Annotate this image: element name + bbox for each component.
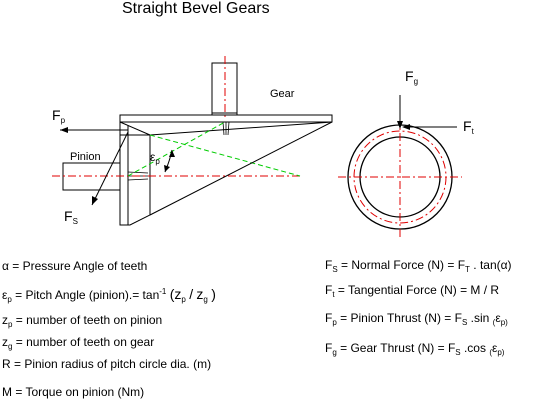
legend-zp: zp = number of teeth on pinion [2, 313, 163, 329]
legend-zg: zg = number of teeth on gear [2, 335, 155, 351]
page-title: Straight Bevel Gears [122, 0, 270, 17]
pitch-cone-line-3 [149, 121, 333, 216]
legend-fg: Fg = Gear Thrust (N) = FS .cos (εp) [325, 341, 505, 357]
legend-fp: Fp = Pinion Thrust (N) = FS .sin (εp) [325, 311, 508, 327]
pinion-label: Pinion [70, 151, 101, 163]
legend-r: R = Pinion radius of pitch circle dia. (… [2, 357, 212, 371]
fp-label: Fp [52, 107, 66, 125]
gear-label: Gear [270, 88, 295, 100]
legend-ft: Ft = Tangential Force (N) = M / R [325, 283, 500, 299]
ft-label: Ft [463, 118, 474, 136]
legend-fs: FS = Normal Force (N) = FT . tan(α) [325, 258, 512, 274]
legend-m: M = Torque on pinion (Nm) [2, 385, 145, 399]
pitch-cone-line-2 [149, 134, 301, 177]
pinion-body [119, 121, 151, 226]
fs-arrow [91, 131, 129, 206]
fg-label: Fg [405, 68, 419, 86]
legend-epsilon: εp = Pitch Angle (pinion).= tan-1 (zp / … [2, 286, 216, 304]
epsilon-label: εp [150, 150, 160, 166]
pitch-cone-line-1 [127, 121, 226, 177]
legend-alpha: α = Pressure Angle of teeth [2, 259, 148, 273]
fs-label: FS [64, 208, 78, 226]
